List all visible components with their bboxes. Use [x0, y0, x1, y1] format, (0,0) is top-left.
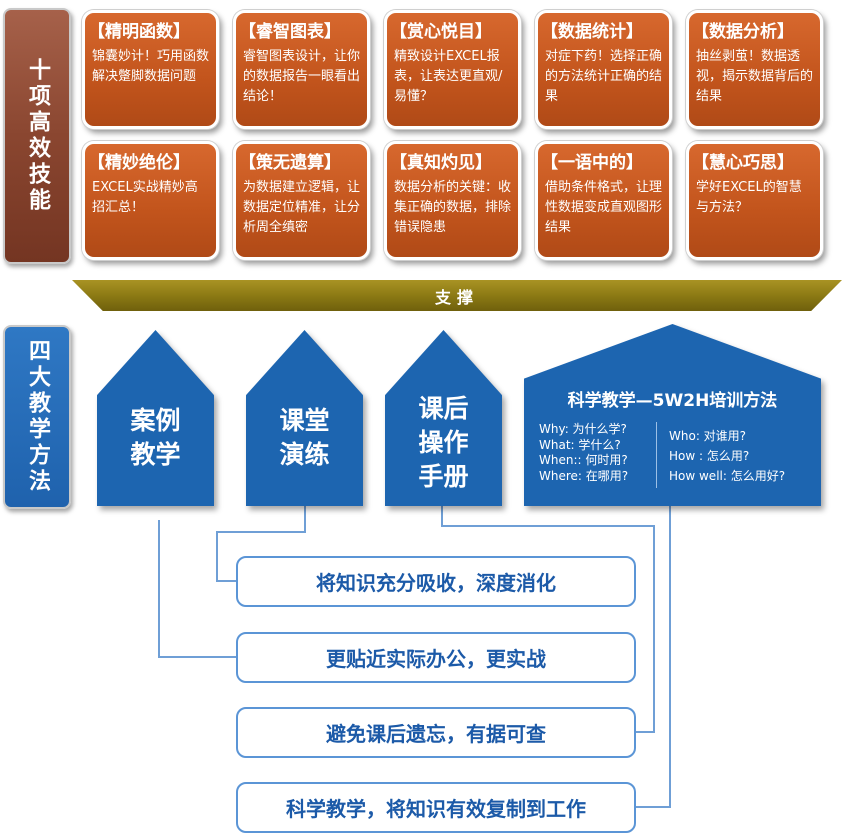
skill-card-4: 【数据统计】 对症下药！选择正确的方法统计正确的结果: [535, 10, 672, 129]
support-label: 支撑: [434, 287, 479, 307]
method-label: 教学: [130, 440, 181, 469]
skill-card-2: 【睿智图表】 睿智图表设计，让你的数据报告一眼看出结论！: [233, 10, 370, 129]
skill-card-3: 【赏心悦目】 精致设计EXCEL报表，让表达更直观/易懂？: [384, 10, 521, 129]
skill-card-8: 【真知灼见】 数据分析的关键：收集正确的数据，排除错误隐患: [384, 141, 521, 260]
skill-desc: 锦囊妙计！巧用函数解决蹩脚数据问题: [92, 49, 210, 84]
methods-side-label: 四大教学方法: [3, 325, 71, 509]
skill-title: 【精明函数】: [88, 22, 190, 42]
skill-card-9: 【一语中的】 借助条件格式，让理性数据变成直观图形结果: [535, 141, 672, 260]
skill-card-5: 【数据分析】 抽丝剥茧！数据透视，揭示数据背后的结果: [686, 10, 823, 129]
w2h-divider: [656, 422, 657, 488]
skill-title: 【真知灼见】: [390, 153, 492, 173]
method-label: 演练: [279, 440, 330, 469]
skill-desc: 为数据建立逻辑，让数据定位精准，让分析周全缜密: [243, 180, 361, 235]
skill-title: 【一语中的】: [541, 153, 643, 173]
skills-side-text: 十项高效技能: [25, 58, 50, 214]
skill-desc: 学好EXCEL的智慧与方法？: [696, 180, 802, 215]
methods-side-text: 四大教学方法: [25, 339, 50, 495]
w2h-item: Why: 为什么学?: [539, 422, 627, 436]
skill-desc: 睿智图表设计，让你的数据报告一眼看出结论！: [243, 49, 361, 104]
skill-card-7: 【策无遗算】 为数据建立逻辑，让数据定位精准，让分析周全缜密: [233, 141, 370, 260]
method-label: 课后: [418, 394, 469, 423]
skill-desc: 对症下药！选择正确的方法统计正确的结果: [545, 49, 663, 104]
skill-card-1: 【精明函数】 锦囊妙计！巧用函数解决蹩脚数据问题: [82, 10, 219, 129]
connector-manual: [441, 506, 655, 733]
skill-desc: 借助条件格式，让理性数据变成直观图形结果: [545, 180, 663, 235]
w2h-item: Where: 在哪用?: [539, 468, 629, 483]
w2h-item: How : 怎么用?: [669, 449, 750, 463]
skill-title: 【慧心巧思】: [692, 153, 794, 173]
result-box-1: 将知识充分吸收，深度消化: [236, 556, 636, 607]
result-box-4: 科学教学，将知识有效复制到工作: [236, 782, 636, 833]
method-case-teaching: 案例 教学: [97, 330, 214, 506]
skill-title: 【数据统计】: [541, 22, 643, 42]
result-box-3: 避免课后遗忘，有据可查: [236, 707, 636, 758]
skills-side-label: 十项高效技能: [3, 8, 71, 264]
result-box-2: 更贴近实际办公，更实战: [236, 632, 636, 683]
result-text: 避免课后遗忘，有据可查: [326, 722, 546, 746]
result-text: 将知识充分吸收，深度消化: [316, 571, 556, 595]
support-bar: 支撑: [72, 280, 842, 311]
skill-title: 【睿智图表】: [239, 22, 341, 42]
method-label: 课堂: [279, 406, 330, 435]
skill-title: 【精妙绝伦】: [88, 153, 190, 173]
skill-desc: 精致设计EXCEL报表，让表达更直观/易懂？: [394, 49, 503, 104]
w2h-item: What: 学什么?: [539, 437, 621, 452]
skill-card-10: 【慧心巧思】 学好EXCEL的智慧与方法？: [686, 141, 823, 260]
skill-title: 【数据分析】: [692, 22, 794, 42]
result-text: 科学教学，将知识有效复制到工作: [286, 797, 586, 821]
method-classroom-practice: 课堂 演练: [246, 330, 363, 506]
w2h-item: Who: 对谁用?: [669, 429, 747, 443]
skill-title: 【赏心悦目】: [390, 22, 492, 42]
skill-desc: 抽丝剥茧！数据透视，揭示数据背后的结果: [696, 49, 814, 104]
method-after-class-manual: 课后 操作 手册: [385, 330, 502, 506]
method-label: 操作: [418, 428, 469, 457]
w2h-item: When:: 何时用?: [539, 453, 628, 467]
w2h-left-list: Why: 为什么学? What: 学什么? When:: 何时用? Where:…: [539, 422, 628, 484]
connector-practice: [216, 506, 306, 582]
method-5w2h: 科学教学—5W2H培训方法 Why: 为什么学? What: 学什么? When…: [524, 324, 821, 506]
connector-case: [158, 520, 236, 658]
skill-title: 【策无遗算】: [239, 153, 341, 173]
skill-card-6: 【精妙绝伦】 EXCEL实战精妙高招汇总！: [82, 141, 219, 260]
skill-desc: EXCEL实战精妙高招汇总！: [92, 180, 198, 215]
connector-5w2h: [636, 506, 671, 808]
result-text: 更贴近实际办公，更实战: [326, 647, 546, 671]
w2h-right-list: Who: 对谁用? How : 怎么用? How well: 怎么用好?: [669, 426, 785, 486]
method-label: 手册: [418, 462, 469, 491]
w2h-title: 科学教学—5W2H培训方法: [567, 391, 778, 411]
w2h-item: How well: 怎么用好?: [669, 469, 786, 483]
method-label: 案例: [130, 406, 181, 435]
skill-desc: 数据分析的关键：收集正确的数据，排除错误隐患: [394, 180, 512, 235]
